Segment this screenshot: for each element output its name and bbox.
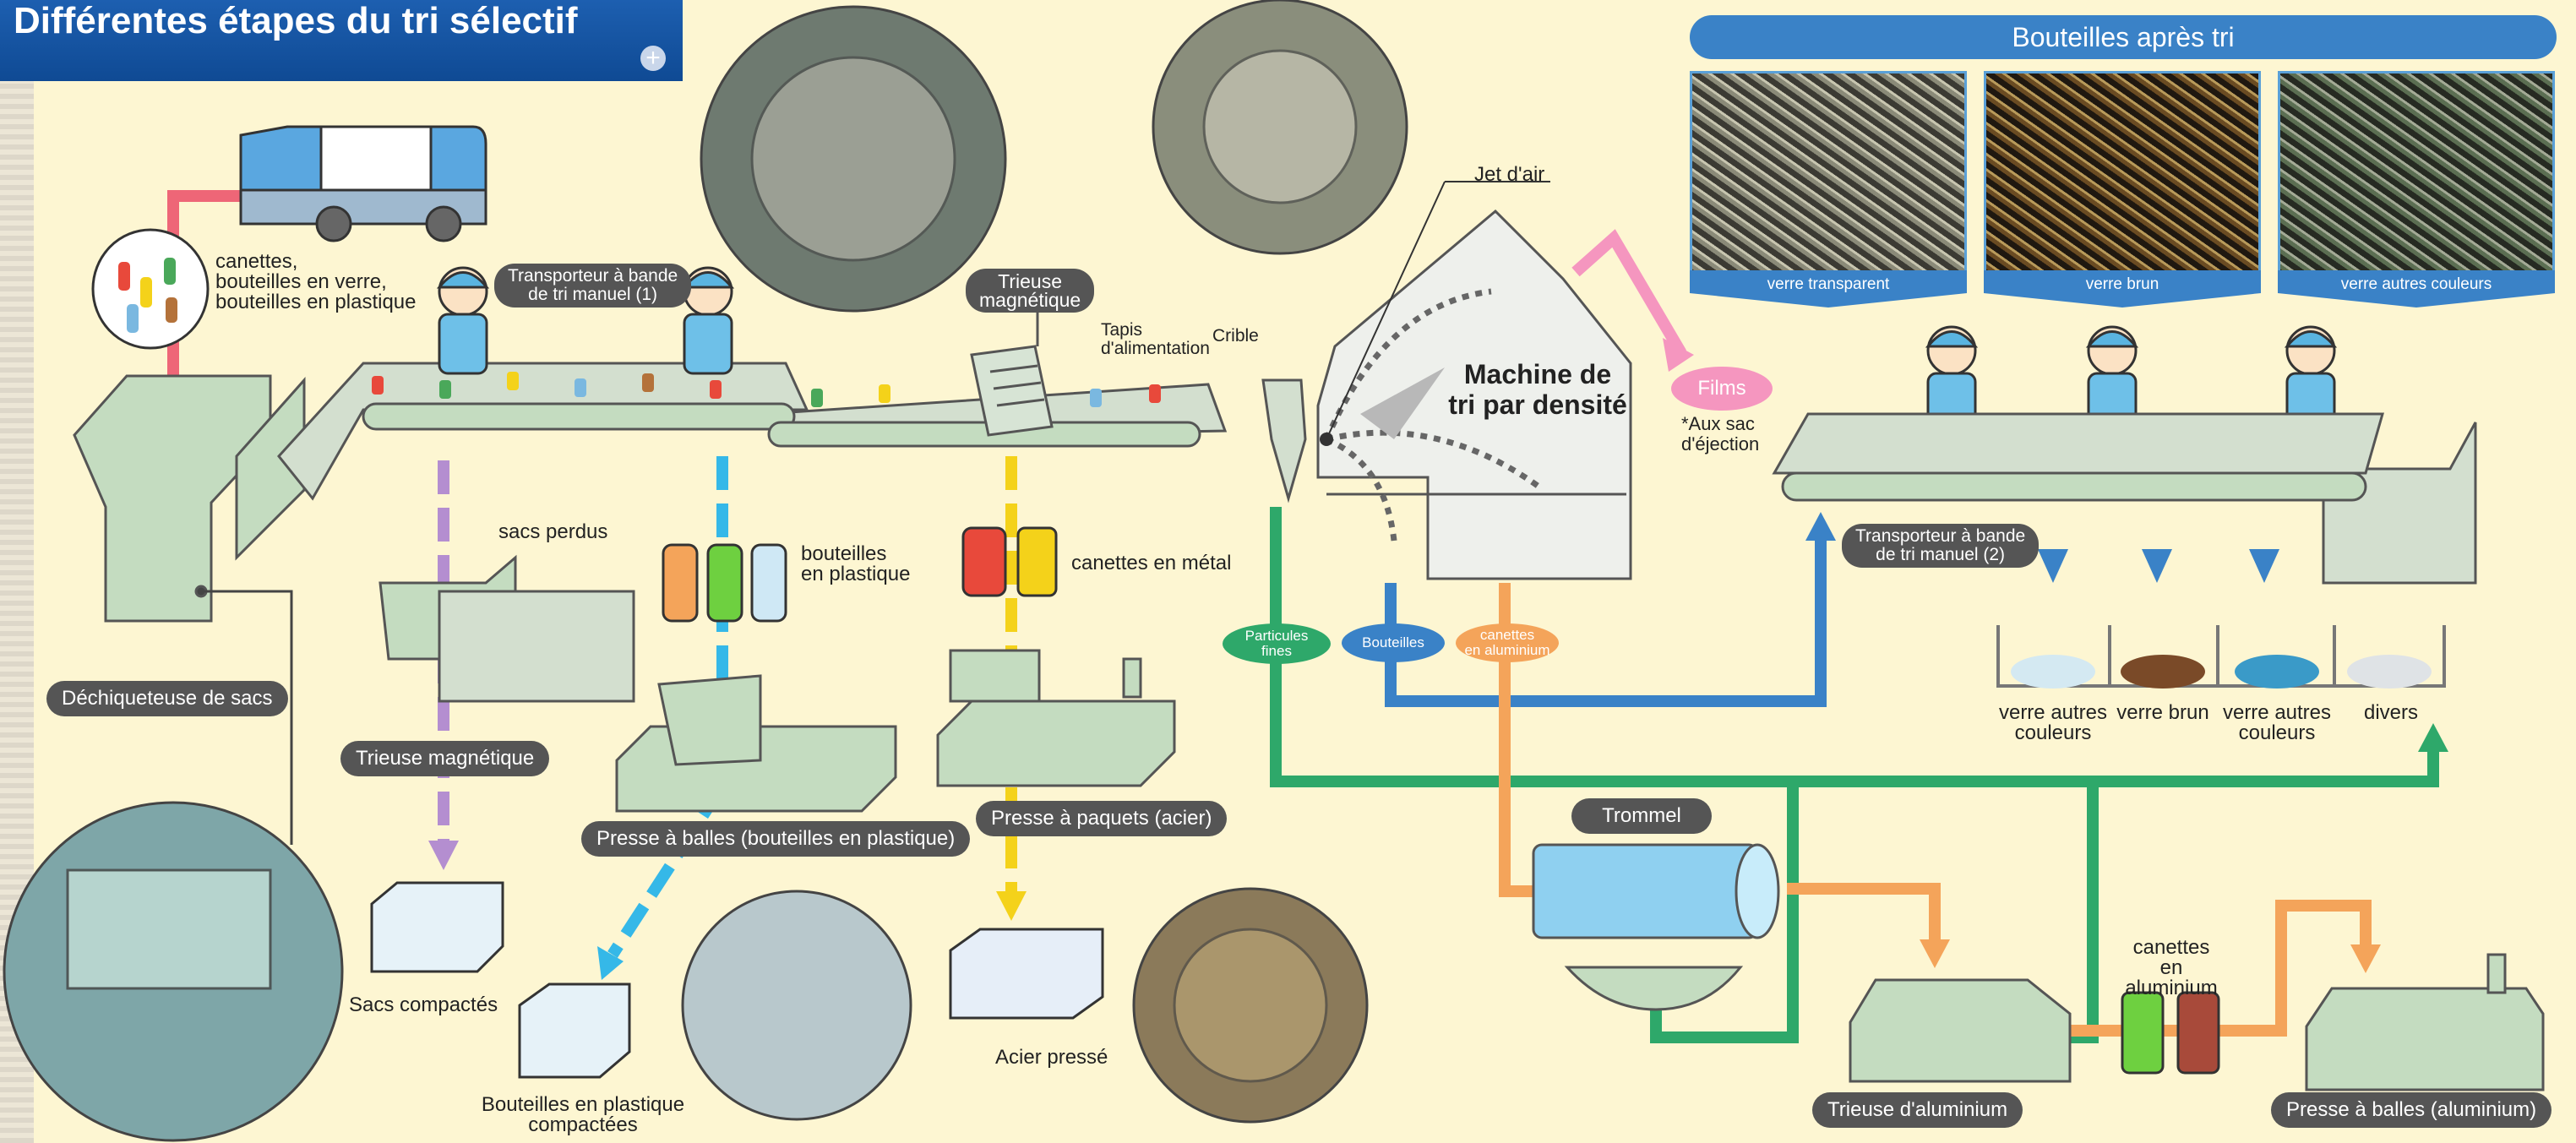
caption-other: verre autres couleurs (2340, 275, 2492, 293)
trommel (1532, 843, 1780, 1011)
ejection-note: *Aux sac d'éjection (1681, 413, 1760, 454)
plastic-bottles-label: bouteilles en plastique (801, 542, 911, 585)
bottles-after-sort-banner: Bouteilles après tri (1690, 15, 2557, 59)
compacted-blocks (370, 881, 1104, 1079)
bin-label-4: divers (2363, 701, 2419, 724)
bag-shredder (73, 374, 306, 623)
conveyor-1-label: Transporteur à bande de tri manuel (1) (494, 264, 692, 308)
bin-contents (2011, 655, 2432, 689)
caption-transparent: verre transparent (1767, 275, 1890, 293)
alu-cans-oval: canettes en aluminium (1456, 623, 1559, 662)
density-separator (1261, 209, 1632, 580)
aluminium-cans (2121, 991, 2220, 1075)
films-oval (1671, 367, 1773, 411)
bin-label-2: verre brun (2116, 701, 2209, 724)
pipe-orange (1499, 583, 1538, 897)
title-text: Différentes étapes du tri sélectif (14, 0, 578, 41)
alu-sorter-label: Trieuse d'aluminium (1812, 1092, 2023, 1128)
caption-brown: verre brun (2085, 275, 2159, 293)
page-title: Différentes étapes du tri sélectif (0, 0, 683, 81)
conveyor-2-label: Transporteur à bande de tri manuel (2) (1842, 524, 2040, 568)
bag-shredder-label: Déchiqueteuse de sacs (46, 681, 288, 716)
alu-cans-label: canettes en aluminium (2125, 936, 2218, 999)
conveyor-items (372, 372, 1161, 407)
photo-circles (3, 0, 1408, 1142)
expand-icon[interactable]: + (640, 46, 666, 71)
photo-other-glass (2278, 71, 2555, 279)
alu-baler-label: Presse à balles (aluminium) (2271, 1092, 2552, 1128)
air-jet-label: Jet d'air (1474, 163, 1545, 186)
magnetic-sorter-top-label: Trieuse magnétique (966, 269, 1095, 313)
films-label: Films (1697, 377, 1746, 400)
compacted-bags-label: Sacs compactés (349, 993, 498, 1016)
glass-bins (1996, 625, 2446, 688)
plastic-baler-label: Presse à balles (bouteilles en plastique… (581, 821, 971, 857)
collected-items-label: canettes, bouteilles en verre, bouteille… (215, 250, 417, 313)
pipe-pink (1571, 229, 1687, 357)
workers (436, 266, 2338, 427)
pressed-steel-label: Acier pressé (995, 1046, 1108, 1069)
screen-label: Crible (1212, 326, 1259, 346)
trash-bag (91, 228, 210, 350)
photo-transparent-glass (1690, 71, 1967, 279)
density-machine-label: Machine de tri par densité (1448, 359, 1627, 420)
feed-belt-label: Tapis d'alimentation (1101, 320, 1210, 358)
conveyor-belt-2 (1772, 412, 2384, 502)
pipe-orange-2 (1787, 883, 1941, 946)
magnetic-separator-top (970, 345, 1054, 437)
bin-label-1: verre autres couleurs (1998, 701, 2108, 744)
photo-brown-glass (1984, 71, 2261, 279)
steel-press-label: Presse à paquets (acier) (976, 801, 1228, 836)
garbage-truck (239, 125, 487, 242)
machines (379, 422, 2545, 1091)
metal-cans-label: canettes en métal (1071, 552, 1232, 574)
magnetic-sorter-bottom-label: Trieuse magnétique (340, 741, 550, 776)
fine-particles-oval: Particules fines (1223, 623, 1331, 664)
bin-label-3: verre autres couleurs (2222, 701, 2332, 744)
compacted-plastic-label: Bouteilles en plastique compactées (481, 1093, 685, 1136)
banner-text: Bouteilles après tri (2012, 22, 2235, 52)
trommel-label: Trommel (1571, 798, 1712, 834)
lost-bags-label: sacs perdus (498, 520, 608, 543)
product-icons (662, 526, 1058, 623)
bottles-oval: Bouteilles (1342, 623, 1445, 662)
